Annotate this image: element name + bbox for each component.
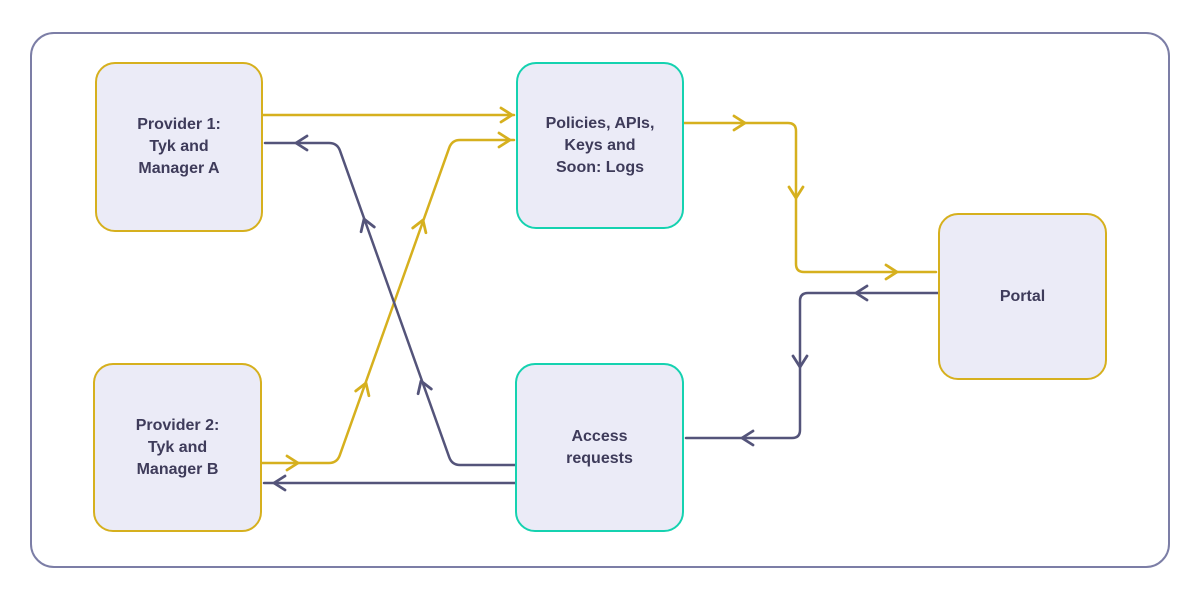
edge-provider2-to-policies	[260, 131, 516, 472]
edge-access-to-provider1	[263, 134, 517, 467]
arrowhead-icon	[272, 474, 287, 492]
node-label-portal: Portal	[1000, 286, 1045, 308]
arrowhead-icon	[354, 381, 371, 398]
arrowhead-icon	[884, 263, 899, 281]
arrowhead-icon	[732, 114, 747, 132]
edge-policies-to-portal	[682, 114, 938, 281]
arrowhead-icon	[499, 106, 514, 124]
arrowhead-icon	[411, 218, 428, 235]
node-label-line: Policies, APIs,	[545, 114, 655, 132]
edge-portal-to-access	[684, 284, 940, 447]
node-label-line: Provider 2:	[135, 416, 220, 434]
arrowhead-icon	[359, 217, 376, 234]
node-label-line: requests	[566, 449, 633, 467]
arrowhead-icon	[497, 131, 512, 149]
edge-line	[260, 138, 516, 465]
edge-provider1-to-policies	[261, 106, 516, 124]
node-label-line: Manager B	[136, 460, 219, 478]
arrowhead-icon	[854, 284, 869, 302]
node-label-line: Access	[571, 427, 628, 445]
edge-line	[682, 121, 938, 274]
edge-line	[684, 291, 940, 440]
node-label-line: Provider 1:	[137, 116, 221, 133]
node-label-line: Tyk and	[149, 138, 209, 155]
node-portal: Portal	[938, 213, 1107, 380]
node-label-line: Portal	[999, 287, 1046, 305]
arrowhead-icon	[416, 379, 433, 396]
arrowhead-icon	[294, 134, 309, 152]
arrowhead-icon	[791, 354, 809, 369]
arrowhead-icon	[740, 429, 755, 447]
node-access: Access requests	[515, 363, 684, 532]
node-label-line: Keys and	[564, 136, 636, 154]
arrowhead-icon	[787, 185, 805, 200]
node-label-line: Manager A	[138, 160, 220, 177]
edge-access-to-provider2	[262, 474, 517, 492]
edge-line	[263, 141, 517, 467]
node-label-line: Soon: Logs	[556, 158, 644, 176]
node-label-access: Access requests	[566, 426, 633, 470]
arrowhead-icon	[285, 454, 300, 472]
outer-frame	[30, 32, 1170, 568]
node-label-line: Tyk and	[147, 438, 208, 456]
